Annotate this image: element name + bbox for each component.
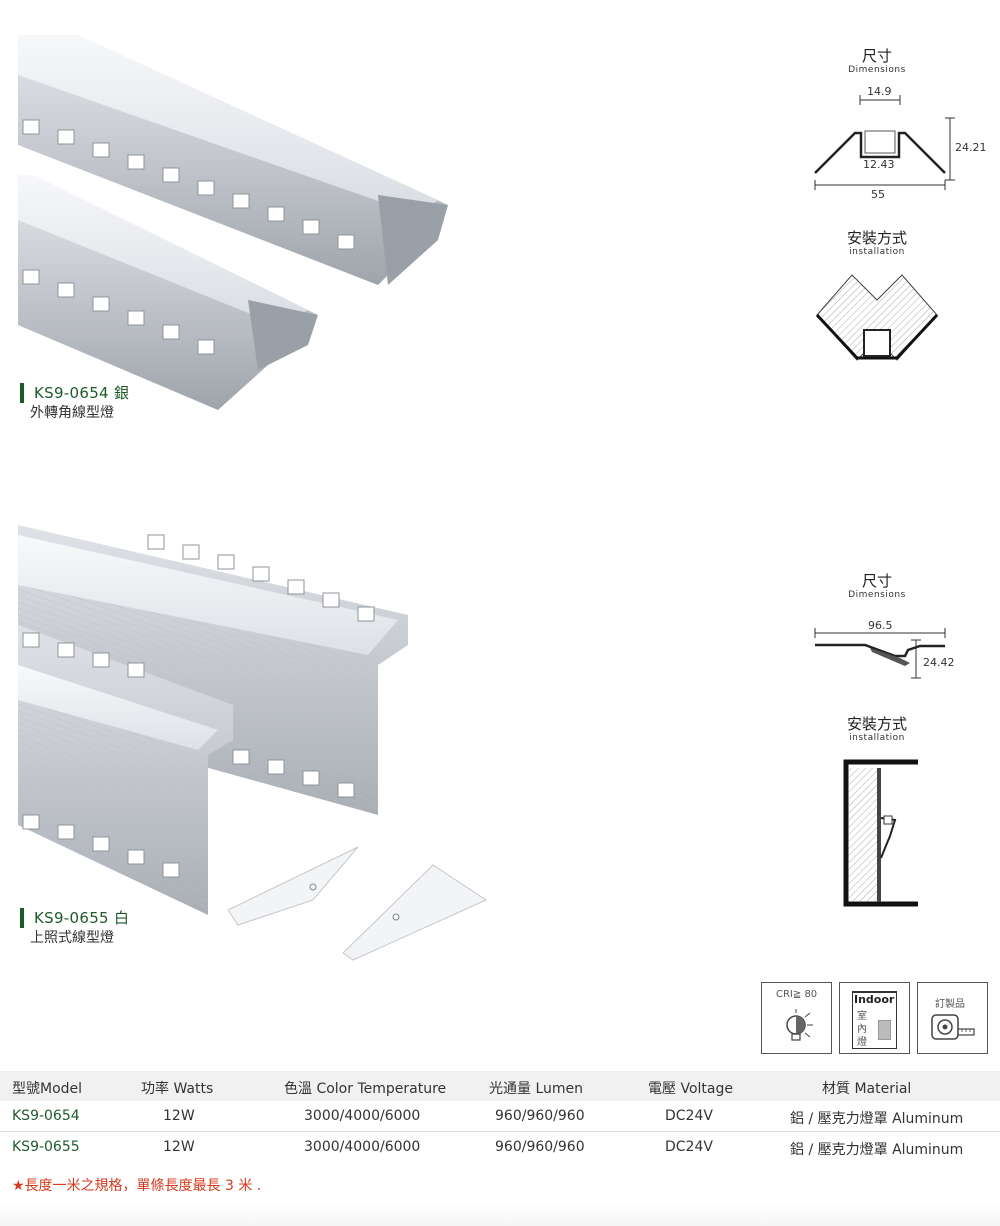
tape-measure-icon (931, 1014, 975, 1040)
custom-label: 訂製品 (935, 999, 965, 1010)
cell-model: KS9-0655 (12, 1139, 80, 1155)
header-model: 型號Model (12, 1081, 83, 1097)
spec-table: 型號Model 功率 Watts 色溫 Color Temperature 光通… (0, 1071, 1000, 1163)
cell-watts: 12W (163, 1139, 195, 1155)
cri-badge: CRI≧ 80 (761, 982, 832, 1054)
table-row: KS9-0655 12W 3000/4000/6000 960/960/960 … (0, 1132, 1000, 1163)
table-row: KS9-0654 12W 3000/4000/6000 960/960/960 … (0, 1101, 1000, 1132)
installation-title-2: 安裝方式 installation (817, 715, 937, 744)
dim-height-value: 24.42 (923, 656, 955, 669)
dim-bottom-value: 55 (871, 188, 885, 201)
product-code: KS9-0655 白 (34, 909, 130, 927)
product-photo-ks9-0655 (18, 525, 498, 965)
feature-badges: CRI≧ 80 Indoor 室 內 燈 訂製品 (761, 982, 988, 1054)
product-photo-ks9-0654 (18, 35, 458, 410)
installation-diagram-ks9-0655 (840, 758, 920, 908)
custom-badge: 訂製品 (917, 982, 988, 1054)
bulb-icon (786, 1009, 813, 1041)
header-watts: 功率 Watts (141, 1081, 214, 1097)
installation-zh: 安裝方式 (846, 229, 907, 247)
header-lumen: 光通量 Lumen (489, 1081, 584, 1097)
indoor-zh-2: 內 (857, 1024, 867, 1035)
dimensions-en: Dimensions (848, 65, 906, 75)
indoor-light-icon (878, 1020, 891, 1040)
cell-material: 鋁 / 壓克力燈罩 Aluminum (790, 1111, 964, 1127)
dim-width-value: 96.5 (868, 619, 893, 632)
product-code: KS9-0654 銀 (34, 384, 130, 402)
dimensions-en: Dimensions (848, 590, 906, 600)
dimensions-title-1: 尺寸 Dimensions (817, 47, 937, 76)
cell-lumen: 960/960/960 (495, 1108, 585, 1124)
product-name: 上照式線型燈 (30, 930, 114, 946)
dim-height-value: 24.21 (955, 141, 987, 154)
cell-color-temp: 3000/4000/6000 (304, 1139, 421, 1155)
cell-color-temp: 3000/4000/6000 (304, 1108, 421, 1124)
product-label-ks9-0654: KS9-0654 銀 (20, 383, 129, 403)
dimension-diagram-ks9-0655: 96.5 24.42 (810, 618, 1000, 688)
installation-title-1: 安裝方式 installation (817, 229, 937, 258)
length-note: ★長度一米之規格，單條長度最長 3 米 . (12, 1178, 262, 1194)
header-color-temp: 色溫 Color Temperature (284, 1081, 447, 1097)
product-name: 外轉角線型燈 (30, 405, 114, 421)
indoor-zh-3: 燈 (857, 1037, 867, 1048)
cell-voltage: DC24V (665, 1108, 713, 1124)
indoor-zh-1: 室 (857, 1011, 867, 1022)
cell-watts: 12W (163, 1108, 195, 1124)
dim-inner-value: 12.43 (863, 158, 895, 171)
installation-en: installation (849, 247, 905, 257)
table-header: 型號Model 功率 Watts 色溫 Color Temperature 光通… (0, 1071, 1000, 1101)
cell-model: KS9-0654 (12, 1108, 80, 1124)
dimensions-title-2: 尺寸 Dimensions (817, 572, 937, 601)
indoor-en-label: Indoor (854, 993, 895, 1006)
installation-diagram-ks9-0654 (812, 270, 942, 365)
dimensions-zh: 尺寸 (861, 572, 892, 590)
header-material: 材質 Material (822, 1081, 912, 1097)
dim-top-value: 14.9 (867, 85, 892, 98)
header-voltage: 電壓 Voltage (648, 1081, 733, 1097)
installation-en: installation (849, 733, 905, 743)
installation-zh: 安裝方式 (846, 715, 907, 733)
cri-label: CRI≧ 80 (776, 989, 818, 1000)
bottom-strip (0, 1203, 1000, 1226)
dimension-diagram-ks9-0654: 14.9 12.43 55 24.21 (805, 85, 1000, 201)
product-label-ks9-0655: KS9-0655 白 (20, 908, 129, 928)
cell-voltage: DC24V (665, 1139, 713, 1155)
dimensions-zh: 尺寸 (861, 47, 892, 65)
indoor-badge: Indoor 室 內 燈 (839, 982, 910, 1054)
cell-lumen: 960/960/960 (495, 1139, 585, 1155)
cell-material: 鋁 / 壓克力燈罩 Aluminum (790, 1142, 964, 1158)
